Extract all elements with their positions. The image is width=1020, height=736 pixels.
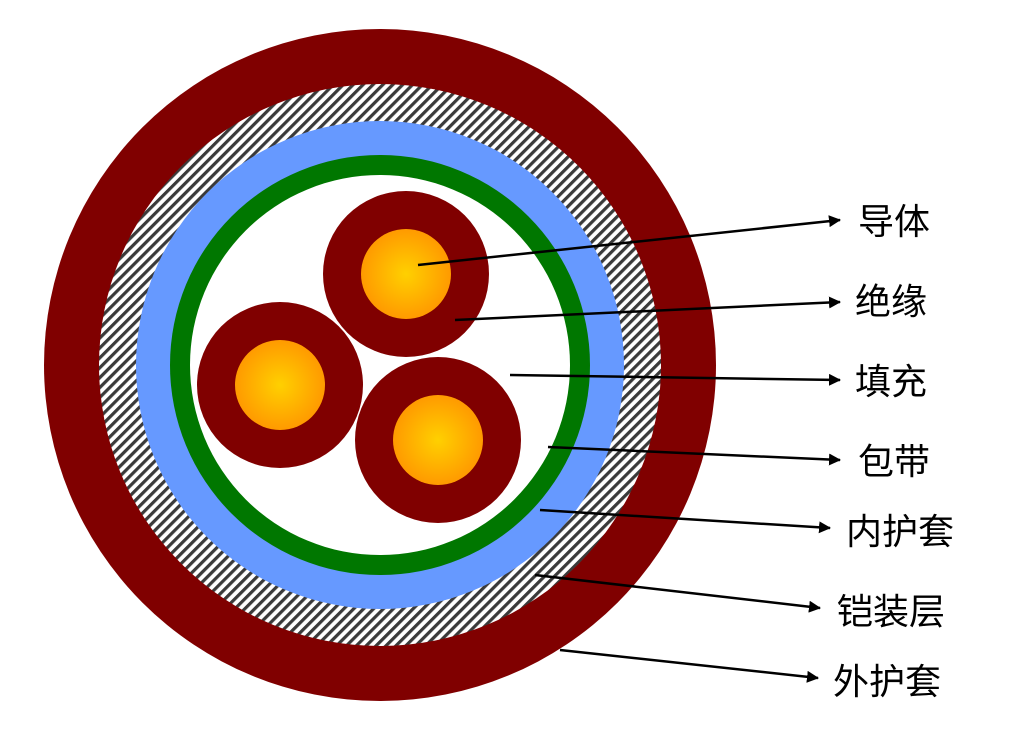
label-armor-layer: 铠装层 <box>837 592 945 633</box>
arrow-outer-sheath <box>559 648 819 683</box>
arrow-inner-sheath <box>539 508 831 534</box>
arrow-filler <box>509 373 841 386</box>
arrow-wrapping-tape <box>547 445 841 466</box>
label-insulation: 绝缘 <box>855 282 927 323</box>
label-conductor: 导体 <box>858 202 930 243</box>
core-top-conductor <box>361 229 451 319</box>
core-left-conductor <box>235 340 325 430</box>
core-top <box>323 191 489 357</box>
arrow-conductor <box>417 215 841 267</box>
label-outer-sheath: 外护套 <box>833 662 941 703</box>
core-left <box>197 302 363 468</box>
label-wrapping-tape: 包带 <box>858 442 930 483</box>
core-right-conductor <box>393 395 483 485</box>
label-filler: 填充 <box>855 362 927 403</box>
core-right <box>355 357 521 523</box>
arrow-insulation <box>454 296 841 322</box>
arrow-armor-layer <box>534 573 821 613</box>
labels: 导体 绝缘 填充 包带 内护套 铠装层 外护套 <box>833 202 954 703</box>
leader-arrows <box>417 215 841 683</box>
label-inner-sheath: 内护套 <box>846 512 954 553</box>
